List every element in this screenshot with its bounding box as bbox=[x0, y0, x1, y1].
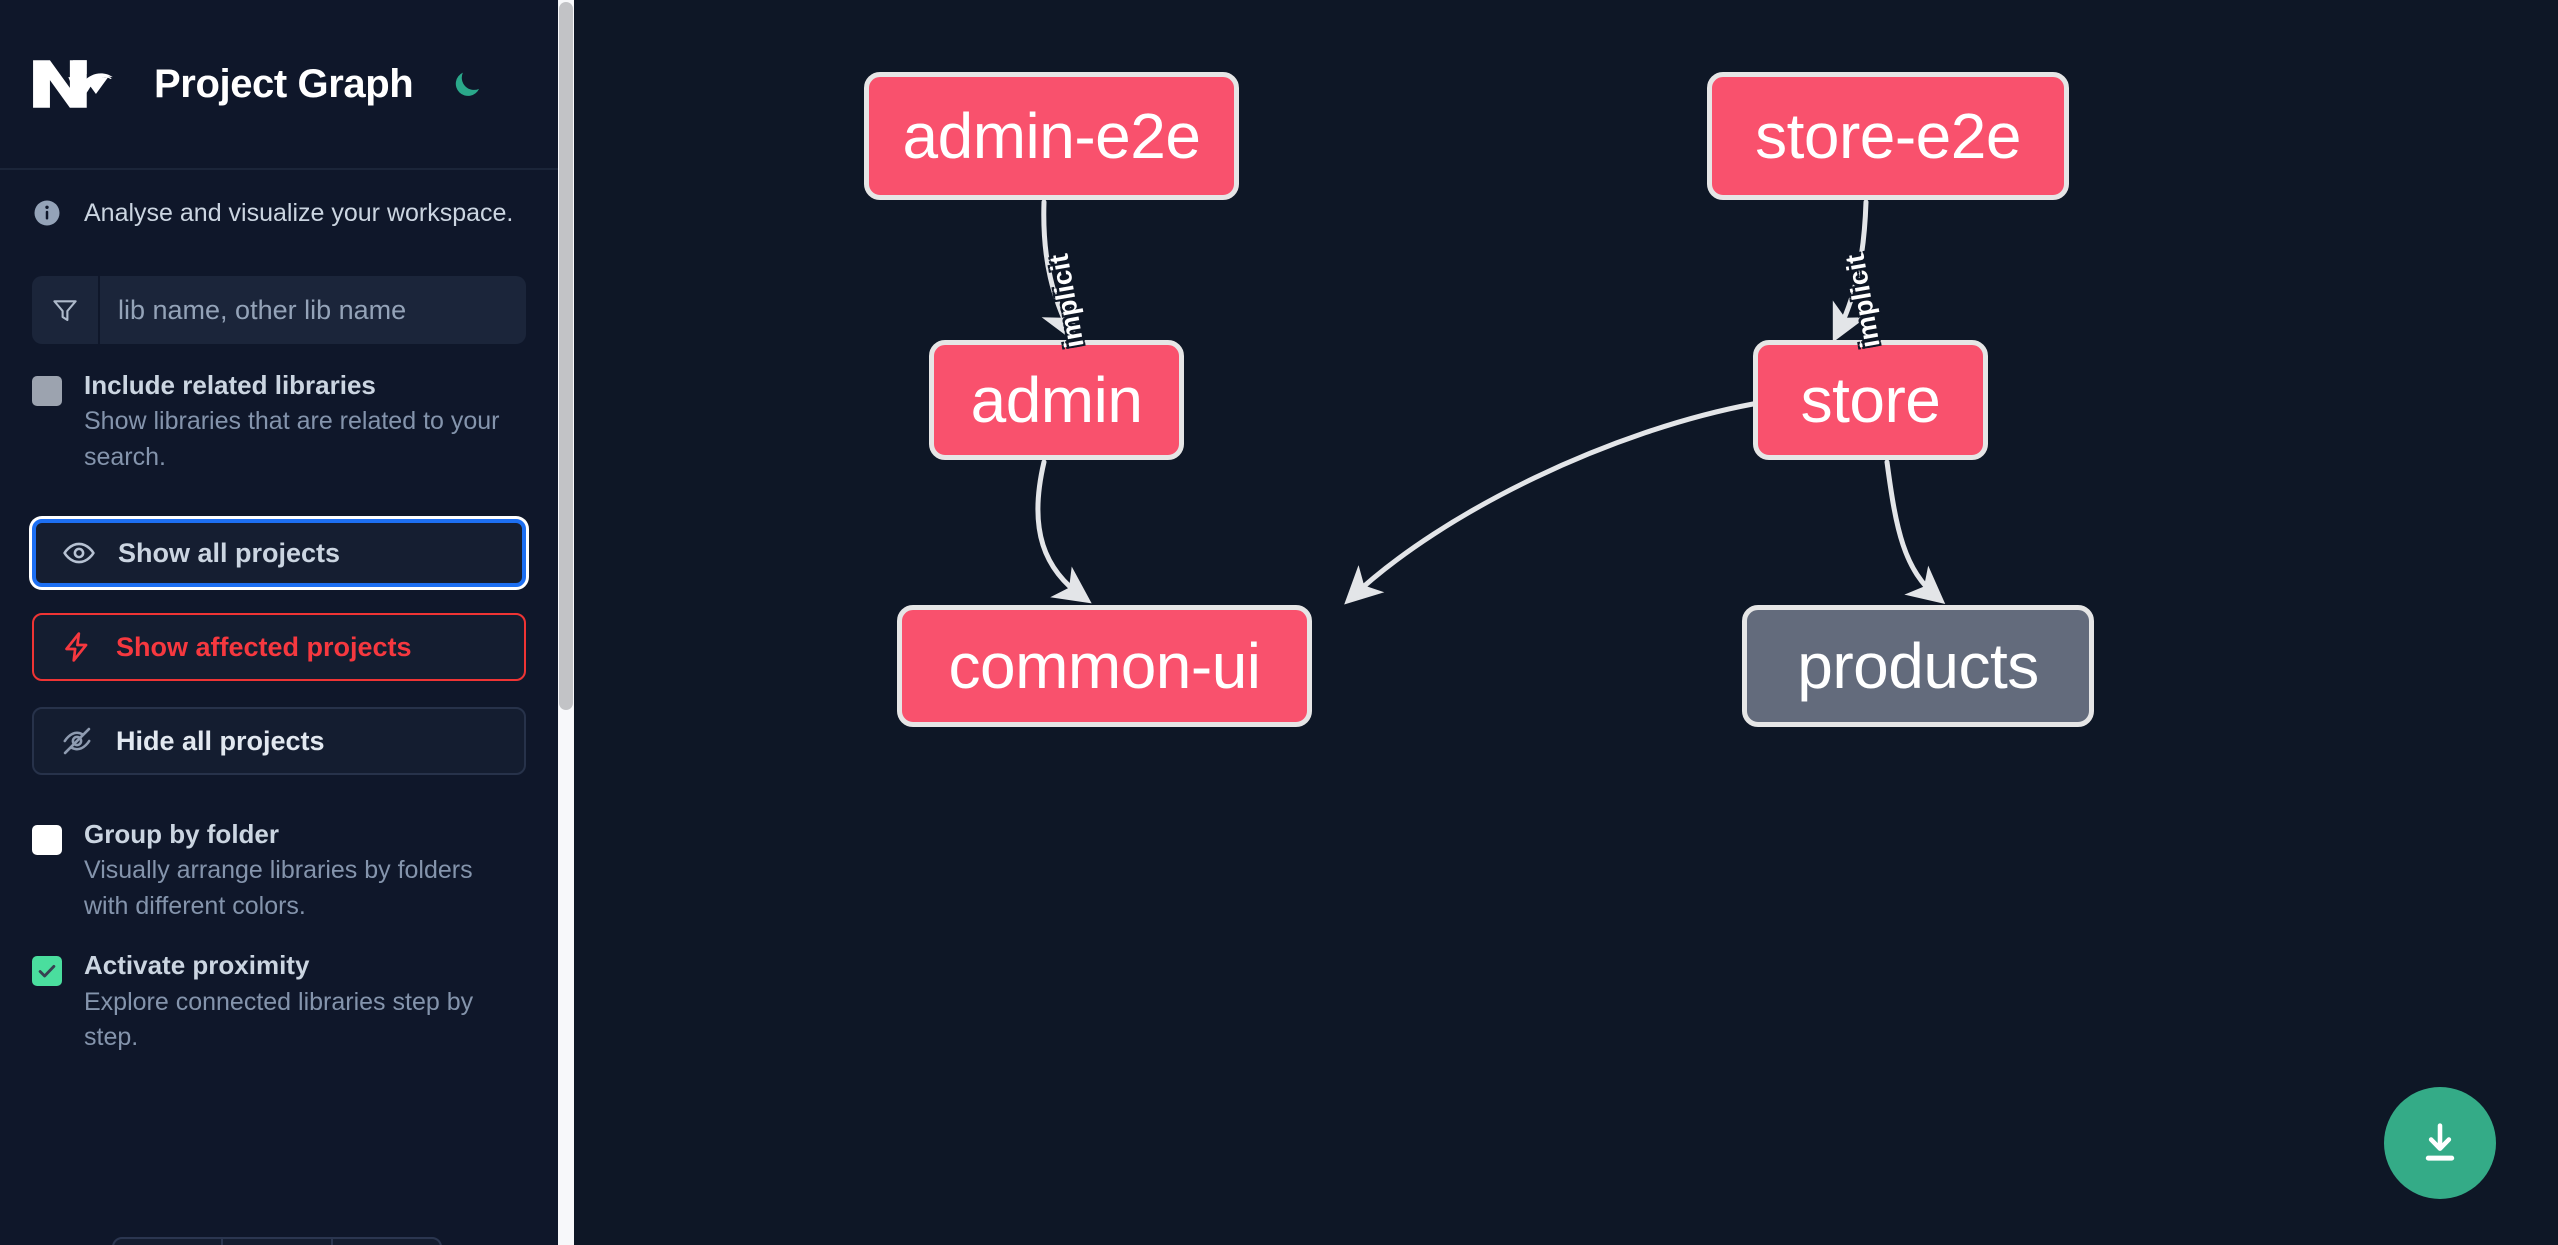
option-description: Show libraries that are related to your … bbox=[84, 407, 500, 471]
option-group-by-folder[interactable]: Group by folder Visually arrange librari… bbox=[32, 801, 526, 924]
search-bar bbox=[32, 276, 526, 344]
node-label: admin-e2e bbox=[902, 100, 1201, 172]
proximity-step-control[interactable] bbox=[112, 1237, 442, 1245]
sidebar-header: Project Graph bbox=[0, 0, 558, 170]
info-icon bbox=[32, 198, 62, 228]
eye-off-icon bbox=[60, 724, 94, 758]
action-label: Show affected projects bbox=[116, 631, 412, 662]
sidebar: Project Graph Analyse and visualize your… bbox=[0, 0, 558, 1245]
sidebar-scrollbar-track[interactable] bbox=[558, 0, 574, 1245]
action-label: Hide all projects bbox=[116, 725, 325, 756]
lightning-icon bbox=[60, 630, 94, 664]
node-label: store bbox=[1800, 364, 1941, 436]
workspace-info: Analyse and visualize your workspace. bbox=[0, 170, 558, 256]
graph-node-admin-e2e[interactable]: admin-e2e bbox=[864, 72, 1239, 200]
checkbox-group-by-folder[interactable] bbox=[32, 825, 62, 856]
option-description: Visually arrange libraries by folders wi… bbox=[84, 856, 473, 920]
page-title: Project Graph bbox=[154, 61, 414, 106]
nx-logo bbox=[30, 54, 122, 114]
search-input[interactable] bbox=[100, 276, 526, 344]
node-label: store-e2e bbox=[1755, 100, 2021, 172]
graph-node-store[interactable]: store bbox=[1753, 340, 1988, 460]
moon-icon[interactable] bbox=[447, 64, 487, 104]
node-label: common-ui bbox=[948, 630, 1261, 702]
eye-icon bbox=[62, 536, 96, 570]
node-label: admin bbox=[970, 364, 1143, 436]
option-label: Activate proximity bbox=[84, 950, 310, 981]
node-label: products bbox=[1797, 630, 2039, 702]
graph-edges bbox=[1035, 199, 1946, 605]
graph-node-store-e2e[interactable]: store-e2e bbox=[1707, 72, 2069, 200]
option-label: Group by folder bbox=[84, 819, 279, 850]
action-label: Show all projects bbox=[118, 537, 341, 568]
option-description: Explore connected libraries step by step… bbox=[84, 987, 474, 1052]
graph-node-products[interactable]: products bbox=[1742, 605, 2094, 727]
proximity-step-increase[interactable] bbox=[333, 1239, 440, 1245]
option-include-related-libraries[interactable]: Include related libraries Show libraries… bbox=[32, 344, 526, 475]
download-icon bbox=[2425, 1123, 2455, 1161]
graph-node-admin[interactable]: admin bbox=[929, 340, 1184, 460]
hide-all-projects-button[interactable]: Hide all projects bbox=[32, 707, 526, 776]
show-all-projects-button[interactable]: Show all projects bbox=[32, 519, 526, 588]
download-graph-button[interactable] bbox=[2384, 1087, 2496, 1199]
show-affected-projects-button[interactable]: Show affected projects bbox=[32, 613, 526, 682]
filter-icon[interactable] bbox=[32, 276, 100, 344]
project-graph-canvas[interactable]: admin-e2e store-e2e admin store common-u… bbox=[574, 0, 2558, 1245]
proximity-step-decrease[interactable] bbox=[114, 1239, 224, 1245]
sidebar-scrollbar-thumb[interactable] bbox=[559, 2, 573, 710]
info-text: Analyse and visualize your workspace. bbox=[84, 198, 514, 227]
checkbox-activate-proximity[interactable] bbox=[32, 956, 62, 987]
proximity-step-value bbox=[223, 1239, 333, 1245]
option-label: Include related libraries bbox=[84, 370, 376, 400]
option-activate-proximity[interactable]: Activate proximity Explore connected lib… bbox=[32, 924, 526, 1055]
checkbox-include-related-libraries[interactable] bbox=[32, 376, 62, 406]
graph-node-common-ui[interactable]: common-ui bbox=[897, 605, 1312, 727]
action-button-group: Show all projects Show affected projects… bbox=[32, 519, 526, 776]
